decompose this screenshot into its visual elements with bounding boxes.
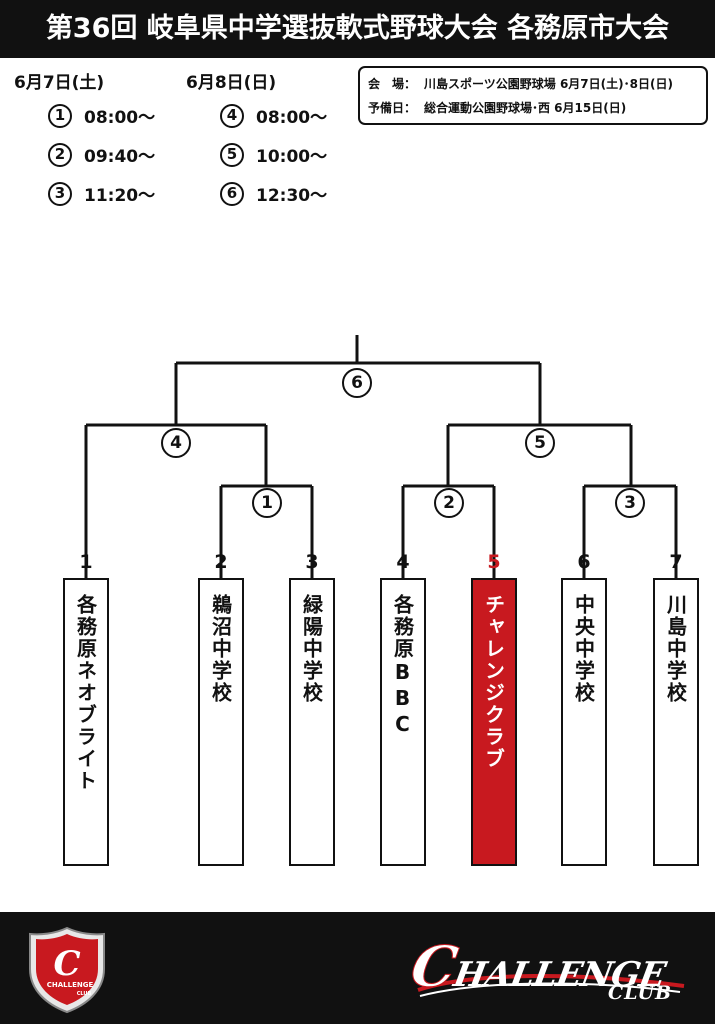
- venue-value: 川島スポーツ公園野球場 6月7日(土)･8日(日): [424, 77, 673, 91]
- footer-bar: [0, 912, 715, 1024]
- game-time: 10:00〜: [256, 147, 328, 167]
- reserve-day-label: 予備日：: [368, 101, 417, 115]
- team-name: 緑陽中学校: [299, 594, 324, 704]
- team-box: 各務原BBC: [380, 578, 426, 866]
- round-badge-1: 1: [252, 488, 282, 518]
- game-time: 09:40〜: [84, 147, 156, 167]
- bracket-line-game-2: [401, 484, 496, 578]
- game-time: 08:00〜: [256, 108, 328, 128]
- game-time: 11:20〜: [84, 186, 156, 206]
- seed-number: 6: [577, 551, 591, 573]
- venue-info-box: 会 場： 川島スポーツ公園野球場 6月7日(土)･8日(日) 予備日： 総合運動…: [358, 66, 708, 125]
- round-badge-4: 4: [161, 428, 191, 458]
- schedule-day-1: 6月7日(土) 1 08:00〜 2 09:40〜 3 11:20〜: [14, 70, 155, 213]
- team-name: 各務原ネオブライト: [73, 594, 98, 792]
- seed-number-highlight: 5: [487, 551, 501, 573]
- schedule-day-2: 6月8日(日) 4 08:00〜 5 10:00〜 6 12:30〜: [186, 70, 327, 213]
- bracket-line-final: [174, 335, 542, 425]
- venue-label: 会 場：: [368, 77, 417, 91]
- seed-number: 1: [79, 551, 93, 573]
- team-box: 中央中学校: [561, 578, 607, 866]
- game-number-badge: 3: [48, 181, 72, 206]
- round-badge-5: 5: [525, 428, 555, 458]
- team-box: 川島中学校: [653, 578, 699, 866]
- game-time: 08:00〜: [84, 108, 156, 128]
- team-box: 緑陽中学校: [289, 578, 335, 866]
- schedule-slot: 4 08:00〜: [220, 96, 327, 135]
- brand-swoosh-icon: [417, 973, 685, 997]
- shield-subtext: CLUB: [77, 991, 92, 997]
- game-time: 12:30〜: [256, 186, 328, 206]
- team-box-highlight: チャレンジクラブ: [471, 578, 517, 866]
- brand-logo: CHALLENGE CLUB: [406, 920, 692, 1016]
- game-number-badge: 5: [220, 142, 244, 167]
- shield-letter: C: [53, 944, 80, 984]
- team-box: 鵜沼中学校: [198, 578, 244, 866]
- shield-text: CHALLENGE: [47, 981, 94, 989]
- schedule-slot: 6 12:30〜: [220, 174, 327, 213]
- bracket-line-game-1: [219, 484, 314, 578]
- schedule-slot: 2 09:40〜: [48, 135, 155, 174]
- bracket-line-game-4: [84, 423, 268, 578]
- schedule-date: 6月8日(日): [186, 73, 277, 93]
- schedule-slot: 1 08:00〜: [48, 96, 155, 135]
- reserve-day-value: 総合運動公園野球場･西 6月15日(日): [424, 101, 627, 115]
- round-badge-6: 6: [342, 368, 372, 398]
- game-number-badge: 2: [48, 142, 72, 167]
- seed-number: 3: [305, 551, 319, 573]
- seed-number: 2: [214, 551, 228, 573]
- team-name: チャレンジクラブ: [481, 594, 506, 770]
- team-name: 各務原BBC: [390, 594, 415, 738]
- seed-number: 7: [669, 551, 683, 573]
- team-name: 中央中学校: [571, 594, 596, 704]
- header-bar: [0, 0, 715, 58]
- round-badge-3: 3: [615, 488, 645, 518]
- schedule-date: 6月7日(土): [14, 73, 105, 93]
- bracket-line-game-5: [446, 423, 633, 486]
- team-box: 各務原ネオブライト: [63, 578, 109, 866]
- schedule-slot: 3 11:20〜: [48, 174, 155, 213]
- game-number-badge: 6: [220, 181, 244, 206]
- page-title: 第36回 岐阜県中学選抜軟式野球大会 各務原市大会: [45, 13, 670, 44]
- bracket-line-game-3: [582, 484, 678, 578]
- team-name: 鵜沼中学校: [208, 594, 233, 704]
- game-number-badge: 4: [220, 103, 244, 128]
- shield-logo-icon: C CHALLENGE CLUB: [29, 926, 105, 1014]
- venue-main: 会 場： 川島スポーツ公園野球場 6月7日(土)･8日(日): [368, 72, 698, 96]
- venue-reserve: 予備日： 総合運動公園野球場･西 6月15日(日): [368, 96, 698, 120]
- seed-number: 4: [396, 551, 410, 573]
- brand-sub: CLUB: [608, 982, 673, 1004]
- game-number-badge: 1: [48, 103, 72, 128]
- round-badge-2: 2: [434, 488, 464, 518]
- schedule-slot: 5 10:00〜: [220, 135, 327, 174]
- team-name: 川島中学校: [663, 594, 688, 704]
